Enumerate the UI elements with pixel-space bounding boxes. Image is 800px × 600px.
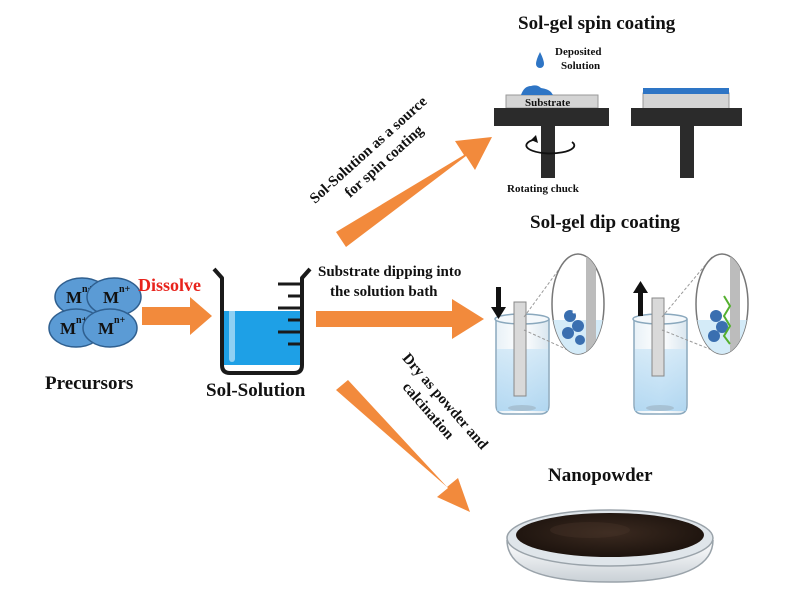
spin-coating-title: Sol-gel spin coating [518,13,676,34]
sol-solution-label: Sol-Solution [206,380,306,401]
dip-arrow-label-2: the solution bath [330,284,438,300]
spin-arrow-label: Sol-Solution as a source for spin coatin… [307,93,431,207]
chuck-shaft [541,126,555,178]
rotation-arrow-icon [525,138,576,155]
svg-text:n+: n+ [82,284,94,295]
nanopowder-dish [506,509,714,583]
beaker [212,267,312,375]
rotating-chuck-label: Rotating chuck [507,183,580,195]
dip-coating-right [632,253,749,415]
dissolve-arrow [142,297,212,335]
nanopowder-arrow [336,380,470,512]
deposited-solution-puddle [521,85,553,95]
svg-text:n+: n+ [119,284,131,295]
up-arrow-icon [633,281,648,316]
spin-coater-left: Substrate Deposited Solution Rotating ch… [494,46,609,195]
precursor-ions: M n+ M n+ M n+ M n+ [48,277,142,348]
dip-arrow-label-1: Substrate dipping into [318,264,461,280]
svg-text:M: M [60,319,76,338]
deposited-label-2: Solution [561,60,600,72]
droplet-icon [536,52,544,68]
svg-text:M: M [103,288,119,307]
deposited-label-1: Deposited [555,46,601,58]
dip-coating-title: Sol-gel dip coating [530,212,680,233]
spin-coating-arrow [336,137,492,247]
precursors-label: Precursors [45,373,133,394]
svg-text:M: M [66,288,82,307]
chuck-platform [494,108,609,126]
substrate-label: Substrate [525,97,570,109]
dry-arrow-label: Dry as powder and calcination [399,350,491,453]
spin-coater-right [631,88,742,178]
ion-bottom-right: M n+ [82,308,138,348]
svg-text:M: M [98,319,114,338]
svg-text:n+: n+ [76,315,88,326]
dip-coating-arrow [316,299,484,339]
nanopowder-title: Nanopowder [548,465,653,486]
powder [516,513,704,557]
ion-top-right: M n+ [86,277,142,317]
svg-text:n+: n+ [114,315,126,326]
dip-substrate [513,301,527,397]
dip-coating-left [491,253,605,415]
coated-film [643,88,729,94]
dissolve-label: Dissolve [138,275,201,295]
down-arrow-icon [491,287,506,319]
